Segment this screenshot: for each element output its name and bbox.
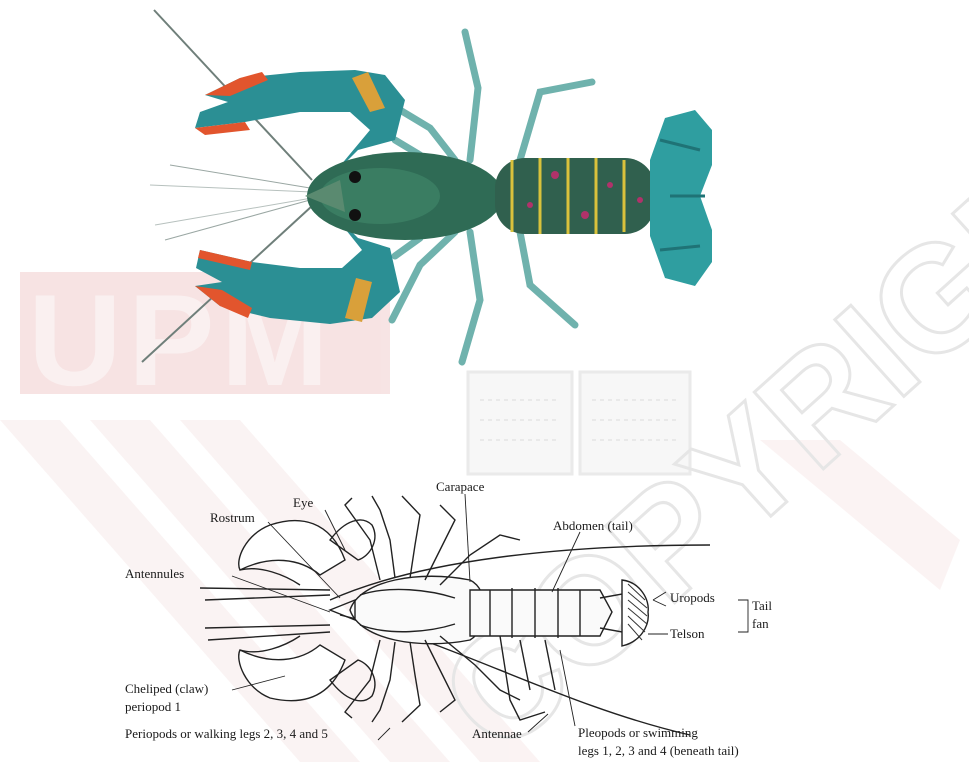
label-cheliped-1: Cheliped (claw) [125,681,208,696]
label-rostrum: Rostrum [210,510,255,525]
label-eye: Eye [293,495,313,510]
label-pleopods-1: Pleopods or swimming [578,725,698,740]
crayfish-photo [142,10,712,362]
label-uropods: Uropods [670,590,715,605]
label-carapace: Carapace [436,479,485,494]
label-periopods: Periopods or walking legs 2, 3, 4 and 5 [125,726,328,741]
pointer-carapace [465,494,470,582]
label-pleopods-2: legs 1, 2, 3 and 4 (beneath tail) [578,743,739,758]
tail-fan-bracket [738,600,748,632]
label-antennae: Antennae [472,726,522,741]
label-cheliped-2: periopod 1 [125,699,181,714]
label-abdomen: Abdomen (tail) [553,518,633,533]
label-tail-fan-1: Tail [752,598,772,613]
label-telson: Telson [670,626,705,641]
label-antennules: Antennules [125,566,184,581]
label-tail-fan-2: fan [752,616,769,631]
